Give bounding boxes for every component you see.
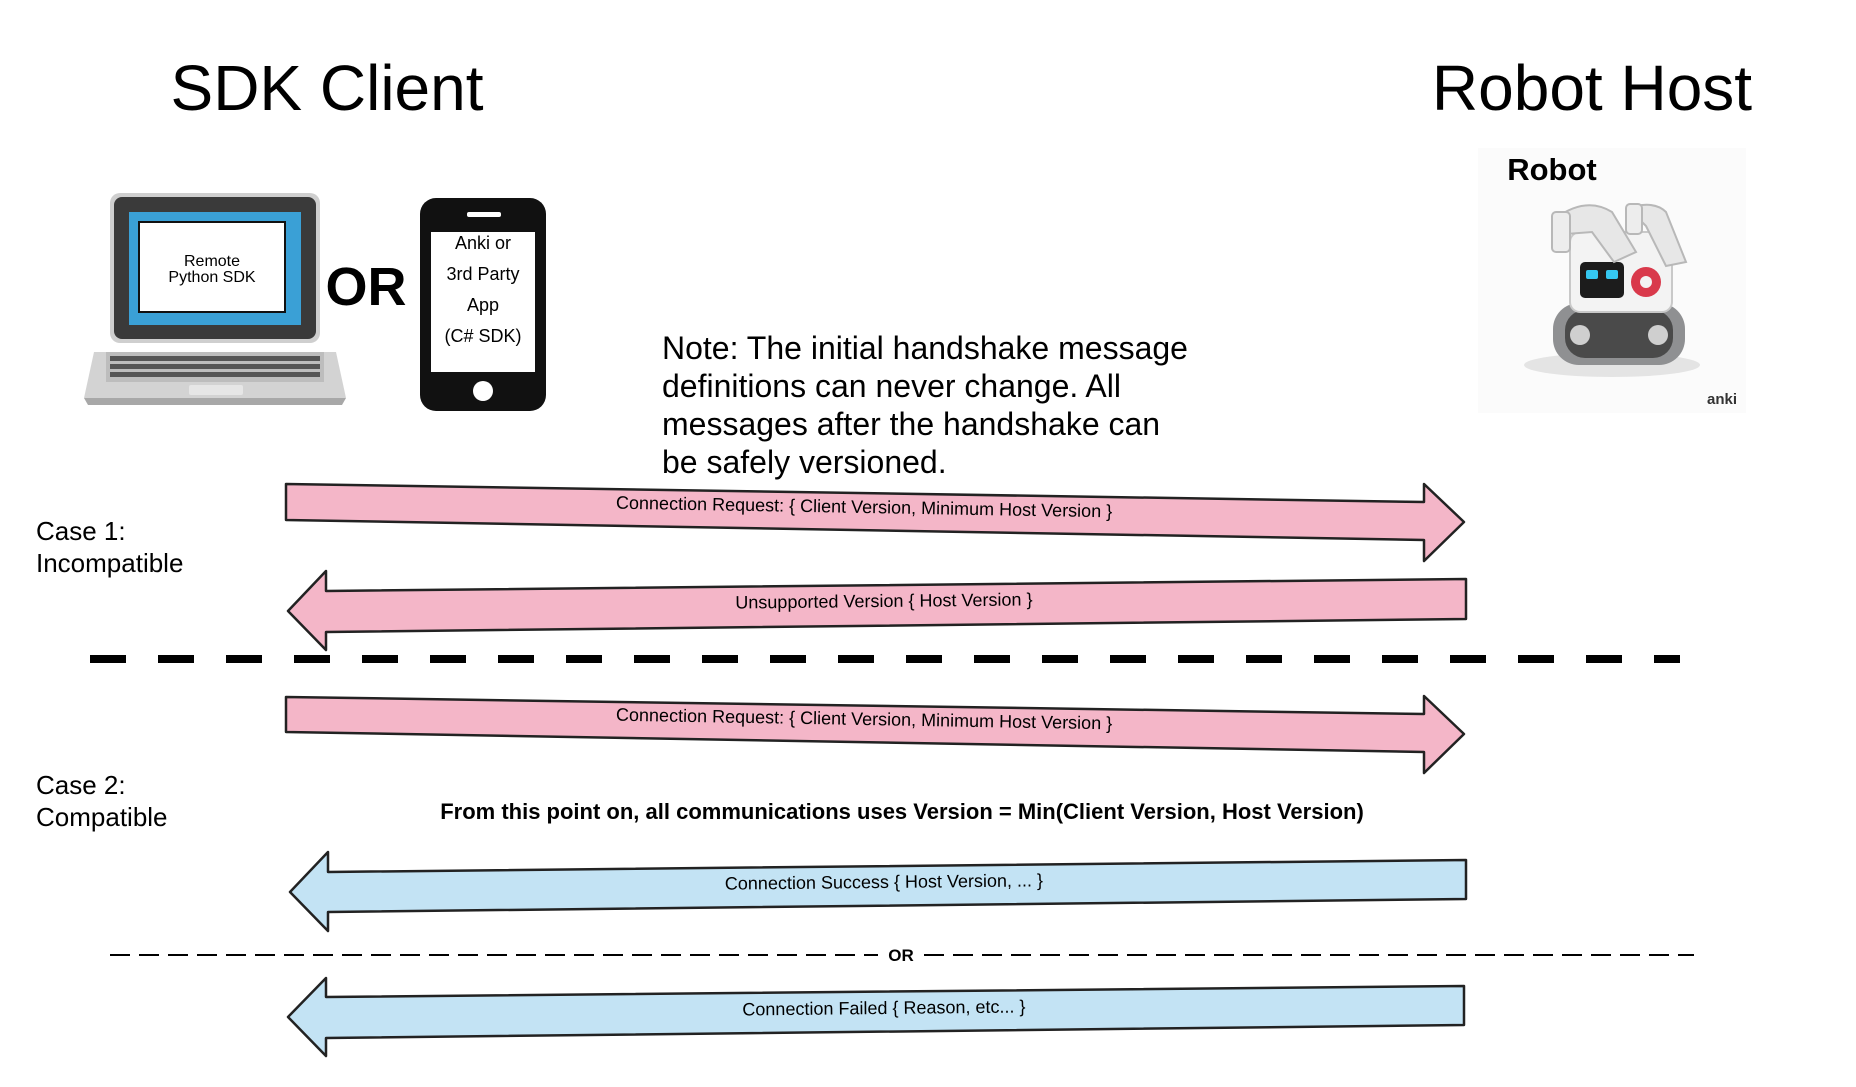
message-arrow-case1-response: Unsupported Version { Host Version } bbox=[286, 569, 1468, 652]
case1-label-line2: Incompatible bbox=[36, 548, 183, 578]
message-arrow-case1-request-shape bbox=[284, 482, 1466, 563]
device-or-label: OR bbox=[326, 257, 407, 317]
or-divider-label: OR bbox=[888, 946, 914, 965]
robot-brand-logo: anki bbox=[1707, 391, 1737, 408]
handshake-note-line3: messages after the handshake can bbox=[662, 406, 1160, 442]
message-arrow-case2-success: Connection Success { Host Version, ... } bbox=[288, 850, 1468, 933]
case2-label-line1: Case 2: bbox=[36, 770, 126, 800]
message-arrow-case1-response-label: Unsupported Version { Host Version } bbox=[735, 589, 1032, 612]
phone-label-line4: (C# SDK) bbox=[444, 326, 521, 346]
phone-icon bbox=[420, 198, 546, 411]
message-arrow-case2-failed-shape bbox=[286, 976, 1466, 1058]
phone-label-line3: App bbox=[467, 295, 499, 315]
robot-label: Robot bbox=[1507, 152, 1597, 187]
handshake-note-line2: definitions can never change. All bbox=[662, 368, 1121, 404]
case2-label-line2: Compatible bbox=[36, 802, 168, 832]
sdk-client-title: SDK Client bbox=[171, 52, 484, 124]
laptop-label-line2: Python SDK bbox=[168, 269, 255, 286]
laptop-label-line1: Remote bbox=[184, 253, 240, 270]
message-arrow-case2-request-shape bbox=[284, 694, 1466, 775]
phone-label-line2: 3rd Party bbox=[446, 264, 519, 284]
message-arrow-case2-request: Connection Request: { Client Version, Mi… bbox=[284, 694, 1466, 775]
laptop-icon bbox=[84, 193, 346, 405]
message-arrow-case2-success-shape bbox=[288, 850, 1468, 933]
message-arrow-case1-request: Connection Request: { Client Version, Mi… bbox=[284, 482, 1466, 563]
phone-label-line1: Anki or bbox=[455, 233, 511, 253]
message-arrow-case1-response-shape bbox=[286, 569, 1468, 652]
handshake-note-line1: Note: The initial handshake message bbox=[662, 330, 1188, 366]
message-arrow-case2-failed-label: Connection Failed { Reason, etc... } bbox=[742, 997, 1025, 1020]
robot-host-title: Robot Host bbox=[1432, 52, 1752, 124]
case1-label-line1: Case 1: bbox=[36, 516, 126, 546]
message-arrow-case2-failed: Connection Failed { Reason, etc... } bbox=[286, 976, 1466, 1058]
version-note: From this point on, all communications u… bbox=[440, 799, 1364, 824]
robot-icon bbox=[1524, 203, 1700, 377]
handshake-note-line4: be safely versioned. bbox=[662, 444, 947, 480]
message-arrow-case2-success-label: Connection Success { Host Version, ... } bbox=[725, 870, 1043, 893]
